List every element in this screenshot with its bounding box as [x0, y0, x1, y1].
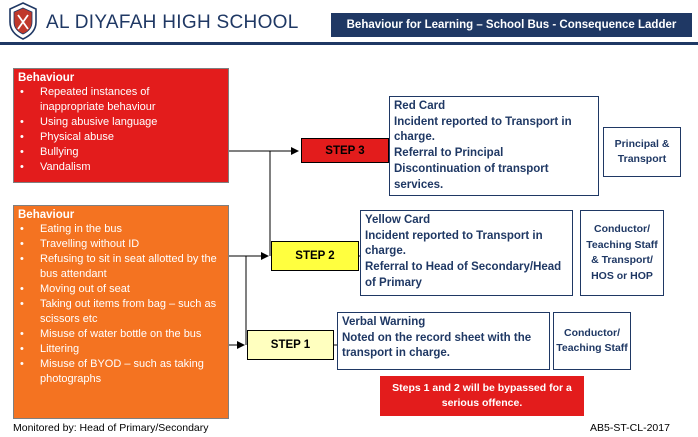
school-crest-icon	[9, 2, 37, 40]
list-item: Littering	[18, 342, 224, 357]
list-item: Misuse of BYOD – such as taking photogra…	[18, 357, 224, 387]
red-card-title: Red Card	[394, 100, 446, 112]
step-1-box: STEP 1	[247, 330, 334, 360]
list-item: Eating in the bus	[18, 222, 224, 237]
step-2-box: STEP 2	[271, 241, 359, 271]
monitored-by-footer: Monitored by: Head of Primary/Secondary	[13, 422, 209, 434]
yellow-card-line: Incident reported to Transport in charge…	[365, 229, 543, 258]
behaviour-minor-list: Eating in the bus Travelling without ID …	[18, 222, 224, 387]
responsible-step3: Principal & Transport	[603, 127, 681, 177]
step-3-box: STEP 3	[301, 138, 389, 163]
red-card-line: Referral to Principal	[394, 147, 504, 160]
behaviour-minor-box: Behaviour Eating in the bus Travelling w…	[13, 205, 229, 419]
header-divider	[0, 42, 698, 45]
responsible-step1: Conductor/ Teaching Staff	[553, 312, 631, 370]
list-item: Vandalism	[18, 160, 224, 175]
list-item: Physical abuse	[18, 130, 224, 145]
responsible-step2: Conductor/ Teaching Staff & Transport/ H…	[580, 210, 664, 296]
red-card-line: Incident reported to Transport in charge…	[394, 115, 572, 144]
list-item: Using abusive language	[18, 115, 224, 130]
behaviour-serious-list: Repeated instances of inappropriate beha…	[18, 85, 224, 175]
list-item: Misuse of water bottle on the bus	[18, 327, 224, 342]
list-item: Taking out items from bag – such as scis…	[18, 297, 224, 327]
yellow-card-line: Referral to Head of Secondary/Head of Pr…	[365, 261, 562, 289]
verbal-warning-title: Verbal Warning	[342, 316, 426, 328]
yellow-card-title: Yellow Card	[365, 214, 431, 226]
behaviour-serious-title: Behaviour	[18, 72, 75, 84]
verbal-warning-box: Verbal Warning Noted on the record sheet…	[337, 312, 550, 370]
school-name: AL DIYAFAH HIGH SCHOOL	[46, 12, 299, 33]
red-card-box: Red Card Incident reported to Transport …	[389, 96, 599, 196]
list-item: Travelling without ID	[18, 237, 224, 252]
list-item: Refusing to sit in seat allotted by the …	[18, 252, 224, 282]
list-item: Repeated instances of	[18, 85, 224, 100]
page-title-banner: Behaviour for Learning – School Bus - Co…	[331, 13, 692, 37]
serious-offence-note: Steps 1 and 2 will be bypassed for a ser…	[380, 376, 584, 416]
behaviour-serious-box: Behaviour Repeated instances of inapprop…	[13, 68, 229, 183]
verbal-warning-line: Noted on the record sheet with the trans…	[342, 331, 532, 360]
list-item: inappropriate behaviour	[40, 101, 156, 113]
yellow-card-box: Yellow Card Incident reported to Transpo…	[360, 210, 573, 296]
list-item: Moving out of seat	[18, 282, 224, 297]
list-item: Bullying	[18, 145, 224, 160]
behaviour-minor-title: Behaviour	[18, 209, 75, 221]
red-card-line: Discontinuation of transport services.	[394, 162, 549, 191]
document-code-footer: AB5-ST-CL-2017	[590, 422, 670, 434]
